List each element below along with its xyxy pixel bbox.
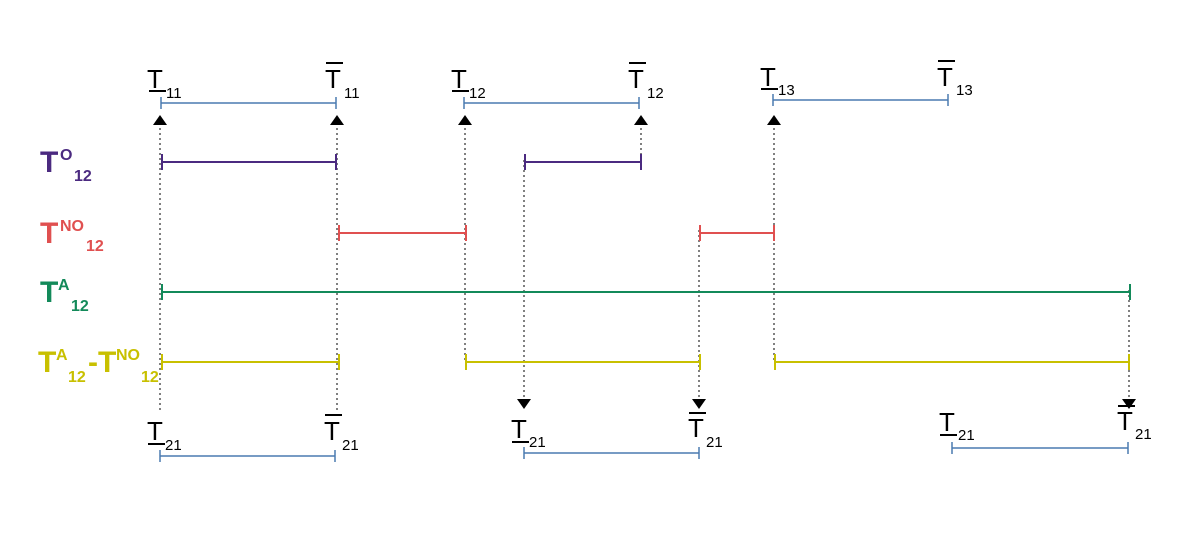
bottom-mark-5-sub: 21 — [958, 427, 975, 444]
bottom-intervals — [159, 442, 1129, 462]
bottom-mark-2-base: T — [324, 416, 340, 446]
row-label-diff-sub1: 12 — [68, 369, 86, 386]
top-interval-2 — [463, 97, 640, 109]
bottom-mark-2: T 21 — [324, 414, 359, 454]
top-mark-6-base: T — [937, 62, 953, 92]
top-mark-6-sub: 13 — [956, 82, 973, 99]
row-label-a-sub: 12 — [71, 298, 89, 315]
row-label-no-sub: 12 — [86, 238, 104, 255]
top-mark-4-sub: 12 — [647, 85, 664, 102]
svg-text:12: 12 — [71, 298, 89, 315]
row-label-diff-sup1: A — [56, 347, 68, 364]
top-markers: T 11 T 11 T 12 T 12 T 13 T 13 — [147, 60, 973, 102]
row-label-o-sup: O — [60, 147, 72, 164]
bottom-interval-1 — [159, 450, 336, 462]
svg-text:T: T — [40, 276, 58, 309]
top-mark-2-sub: 11 — [344, 85, 360, 102]
svg-text:12: 12 — [74, 168, 92, 185]
svg-text:-: - — [88, 346, 98, 379]
row-label-no-sup: NO — [60, 218, 84, 235]
row-label-diff-base1: T — [38, 346, 56, 379]
svg-text:12: 12 — [141, 369, 159, 386]
top-mark-2-base: T — [325, 64, 341, 94]
bottom-interval-2 — [523, 447, 700, 459]
svg-text:T: T — [40, 217, 58, 250]
row-o-segments — [161, 154, 642, 170]
row-diff-segments — [161, 354, 1130, 370]
bottom-mark-5: T 21 — [939, 407, 975, 444]
top-mark-3-base: T — [451, 64, 467, 94]
bottom-mark-3-sub: 21 — [529, 434, 546, 451]
row-label-diff-base2: T — [98, 346, 116, 379]
row-label-a-base: T — [40, 276, 58, 309]
svg-text:T: T — [98, 346, 116, 379]
svg-text:A: A — [56, 347, 68, 364]
diff-segment-1 — [161, 354, 340, 370]
bottom-mark-4: T 21 — [688, 412, 723, 451]
o-segment-2 — [524, 154, 642, 170]
row-label-o-base: T — [40, 146, 58, 179]
top-mark-1-sub: 11 — [166, 85, 182, 102]
dotted-arrows — [153, 115, 1136, 410]
bottom-markers: T 21 T 21 T 21 T 21 T 21 T 21 — [147, 405, 1152, 454]
bottom-mark-1: T 21 — [147, 416, 182, 454]
svg-text:NO: NO — [60, 218, 84, 235]
a-segment-1 — [161, 284, 1131, 300]
top-interval-3 — [772, 94, 949, 106]
bottom-mark-6-base: T — [1117, 406, 1133, 436]
row-label-no: T NO 12 — [40, 217, 104, 255]
top-mark-5: T 13 — [760, 62, 795, 99]
svg-text:12: 12 — [68, 369, 86, 386]
bottom-mark-4-sub: 21 — [706, 434, 723, 451]
top-mark-4: T 12 — [628, 62, 664, 102]
top-mark-4-base: T — [628, 64, 644, 94]
top-mark-1-base: T — [147, 64, 163, 94]
row-label-diff-sup2: NO — [116, 347, 140, 364]
top-interval-1 — [160, 97, 337, 109]
row-label-diff: T A 12 - T NO 12 — [38, 346, 159, 386]
row-label-a-sup: A — [58, 277, 70, 294]
o-segment-1 — [161, 154, 337, 170]
row-a-segments — [161, 284, 1131, 300]
bottom-mark-1-sub: 21 — [165, 437, 182, 454]
row-label-o-sub: 12 — [74, 168, 92, 185]
top-mark-1: T 11 — [147, 64, 182, 102]
top-mark-5-base: T — [760, 62, 776, 92]
svg-text:A: A — [58, 277, 70, 294]
row-no-segments — [338, 225, 775, 241]
top-mark-6: T 13 — [937, 60, 973, 99]
svg-text:NO: NO — [116, 347, 140, 364]
svg-text:12: 12 — [86, 238, 104, 255]
diff-segment-2 — [465, 354, 701, 370]
top-mark-3: T 12 — [451, 64, 486, 102]
row-label-diff-dash: - — [88, 346, 98, 379]
svg-text:T: T — [40, 146, 58, 179]
bottom-mark-1-base: T — [147, 416, 163, 446]
bottom-interval-3 — [951, 442, 1129, 454]
top-mark-5-sub: 13 — [778, 82, 795, 99]
bottom-mark-6: T 21 — [1117, 405, 1152, 443]
bottom-mark-4-base: T — [688, 413, 704, 443]
row-label-o: T O 12 — [40, 146, 92, 185]
row-label-a: T A 12 — [40, 276, 89, 315]
diff-segment-3 — [774, 354, 1130, 370]
bottom-mark-3-base: T — [511, 414, 527, 444]
bottom-mark-2-sub: 21 — [342, 437, 359, 454]
row-label-diff-sub2: 12 — [141, 369, 159, 386]
svg-text:O: O — [60, 147, 72, 164]
bottom-mark-3: T 21 — [511, 414, 546, 451]
no-segment-2 — [699, 225, 775, 241]
svg-text:T: T — [38, 346, 56, 379]
bottom-mark-6-sub: 21 — [1135, 426, 1152, 443]
top-mark-2: T 11 — [325, 62, 360, 102]
top-mark-3-sub: 12 — [469, 85, 486, 102]
row-label-no-base: T — [40, 217, 58, 250]
top-intervals — [160, 94, 949, 109]
bottom-mark-5-base: T — [939, 407, 955, 437]
no-segment-1 — [338, 225, 467, 241]
